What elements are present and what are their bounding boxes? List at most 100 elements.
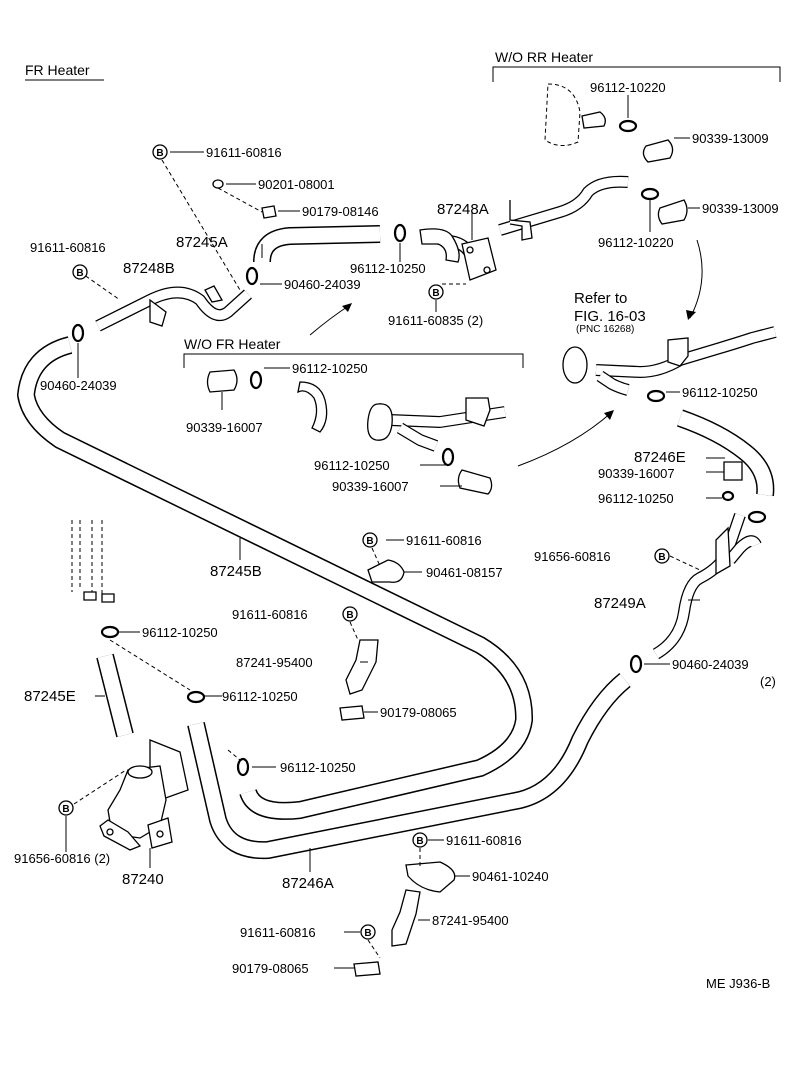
label-90339-13009: 90339-13009 xyxy=(692,131,769,146)
valve-87240 xyxy=(99,739,189,851)
svg-text:B: B xyxy=(432,288,439,299)
label-87241-95400: 87241-95400 xyxy=(432,913,509,928)
hose-stub-87248a xyxy=(419,228,460,263)
label-91656-60816: 91656-60816 xyxy=(534,549,611,564)
pipe-87248a xyxy=(423,175,629,281)
hose-clamps xyxy=(71,119,767,777)
label-96112-10250: 96112-10250 xyxy=(350,261,426,276)
plug-90339-13009-b xyxy=(657,199,688,225)
label-91611-60816: 91611-60816 xyxy=(30,240,106,255)
label-87246e: 87246E xyxy=(634,449,686,466)
hose-87246e xyxy=(676,409,775,497)
clamp-90461-08157 xyxy=(367,559,405,583)
hose-stub-90339-16007-a xyxy=(206,369,238,393)
bolt-marker: B xyxy=(152,144,168,160)
section-wo-fr-heater: W/O FR Heater xyxy=(184,336,281,352)
label-90460-24039: 90460-24039 xyxy=(284,277,361,292)
rr-heater-core-outline xyxy=(544,83,581,146)
label-90461-10240: 90461-10240 xyxy=(472,869,549,884)
bolt-marker: B xyxy=(342,606,358,622)
clamp-90461-10240 xyxy=(405,861,456,893)
label-96112-10250: 96112-10250 xyxy=(682,385,758,400)
plug-90339-13009-a xyxy=(642,139,674,163)
label-refer-line3: (PNC 16268) xyxy=(576,324,634,335)
label-96112-10250: 96112-10250 xyxy=(292,361,368,376)
bolt-marker: B xyxy=(412,832,428,848)
label-87241-95400: 87241-95400 xyxy=(236,655,313,670)
label-96112-10220: 96112-10220 xyxy=(590,80,666,95)
hose-87245b xyxy=(17,336,534,820)
label-90201-08001: 90201-08001 xyxy=(258,177,335,192)
section-wo-rr-heater: W/O RR Heater xyxy=(495,49,593,65)
label-96112-10250: 96112-10250 xyxy=(314,458,390,473)
section-fr-heater: FR Heater xyxy=(25,62,90,78)
label-90179-08065: 90179-08065 xyxy=(232,961,309,976)
label-90339-16007: 90339-16007 xyxy=(186,420,263,435)
label-96112-10250: 96112-10250 xyxy=(142,625,218,640)
svg-text:B: B xyxy=(658,552,665,563)
label-87240: 87240 xyxy=(122,871,164,888)
label-87248a: 87248A xyxy=(437,201,489,218)
svg-text:B: B xyxy=(346,610,353,621)
label-refer-line2: FIG. 16-03 xyxy=(574,308,646,325)
bolt-marker: B xyxy=(72,264,88,280)
pipe-87248b xyxy=(95,285,253,332)
pipe-wo-fr-heater xyxy=(367,397,506,452)
label-90461-08157: 90461-08157 xyxy=(426,565,503,580)
label-87245b: 87245B xyxy=(210,563,262,580)
hose-stub-90339-16007-b xyxy=(457,469,493,495)
label-90339-16007: 90339-16007 xyxy=(598,466,675,481)
label-87248b: 87248B xyxy=(123,260,175,277)
bolt-marker: B xyxy=(428,284,444,300)
svg-text:B: B xyxy=(364,928,371,939)
label-87245a: 87245A xyxy=(176,234,228,251)
bolt-marker: B xyxy=(654,548,670,564)
label-87245e: 87245E xyxy=(24,688,76,705)
stay-87241-95400-a xyxy=(345,639,379,695)
hose-87245a xyxy=(253,225,381,263)
pipe-87249a xyxy=(652,513,762,660)
label-87249a: 87249A xyxy=(594,595,646,612)
svg-text:B: B xyxy=(366,536,373,547)
figure-code: ME J936-B xyxy=(706,976,770,991)
bolt-marker: B xyxy=(362,532,378,548)
label-90179-08065: 90179-08065 xyxy=(380,705,457,720)
label-91611-60816: 91611-60816 xyxy=(206,145,282,160)
label-96112-10250: 96112-10250 xyxy=(598,491,674,506)
label-90179-08146: 90179-08146 xyxy=(302,204,379,219)
bolt-marker: B xyxy=(58,800,74,816)
svg-text:B: B xyxy=(62,804,69,815)
bolt-marker: B xyxy=(360,924,376,940)
pipe-rr-heater xyxy=(562,326,777,396)
leader-lines xyxy=(65,95,725,969)
stay-87241-95400-b xyxy=(391,889,421,947)
label-90339-16007: 90339-16007 xyxy=(332,479,409,494)
label-96112-10250: 96112-10250 xyxy=(280,760,356,775)
hose-87245e xyxy=(96,653,134,738)
hose-87246a xyxy=(187,672,631,860)
label-91611-60816: 91611-60816 xyxy=(406,533,482,548)
label-90460-24039: 90460-24039 xyxy=(672,657,749,672)
label-91656-60816: 91656-60816 (2) xyxy=(14,851,110,866)
nut-90179-08146 xyxy=(261,205,277,219)
label-96112-10220: 96112-10220 xyxy=(598,235,674,250)
label-90460-24039: 90460-24039 xyxy=(40,378,117,393)
label-91611-60816: 91611-60816 xyxy=(446,833,522,848)
hose-stubs-left xyxy=(71,520,115,603)
nut-90179-08065-b xyxy=(353,961,381,977)
label-90339-13009: 90339-13009 xyxy=(702,201,779,216)
label-91611-60816: 91611-60816 xyxy=(240,925,316,940)
part-labels: 91611-60816 90201-08001 90179-08146 8724… xyxy=(14,80,779,991)
arrows xyxy=(309,239,703,467)
label-96112-10250: 96112-10250 xyxy=(222,689,298,704)
hose-bend-wo-fr xyxy=(297,381,328,433)
bolt-markers: B B B B B B B B B xyxy=(58,144,670,940)
nut-90179-08065-a xyxy=(339,705,365,721)
svg-text:B: B xyxy=(76,268,83,279)
svg-text:B: B xyxy=(156,148,163,159)
label-90460-24039-qty: (2) xyxy=(760,674,776,689)
label-91611-60835: 91611-60835 (2) xyxy=(388,313,483,328)
label-91611-60816: 91611-60816 xyxy=(232,607,308,622)
hose-stub-90339-16007-c xyxy=(723,461,743,481)
